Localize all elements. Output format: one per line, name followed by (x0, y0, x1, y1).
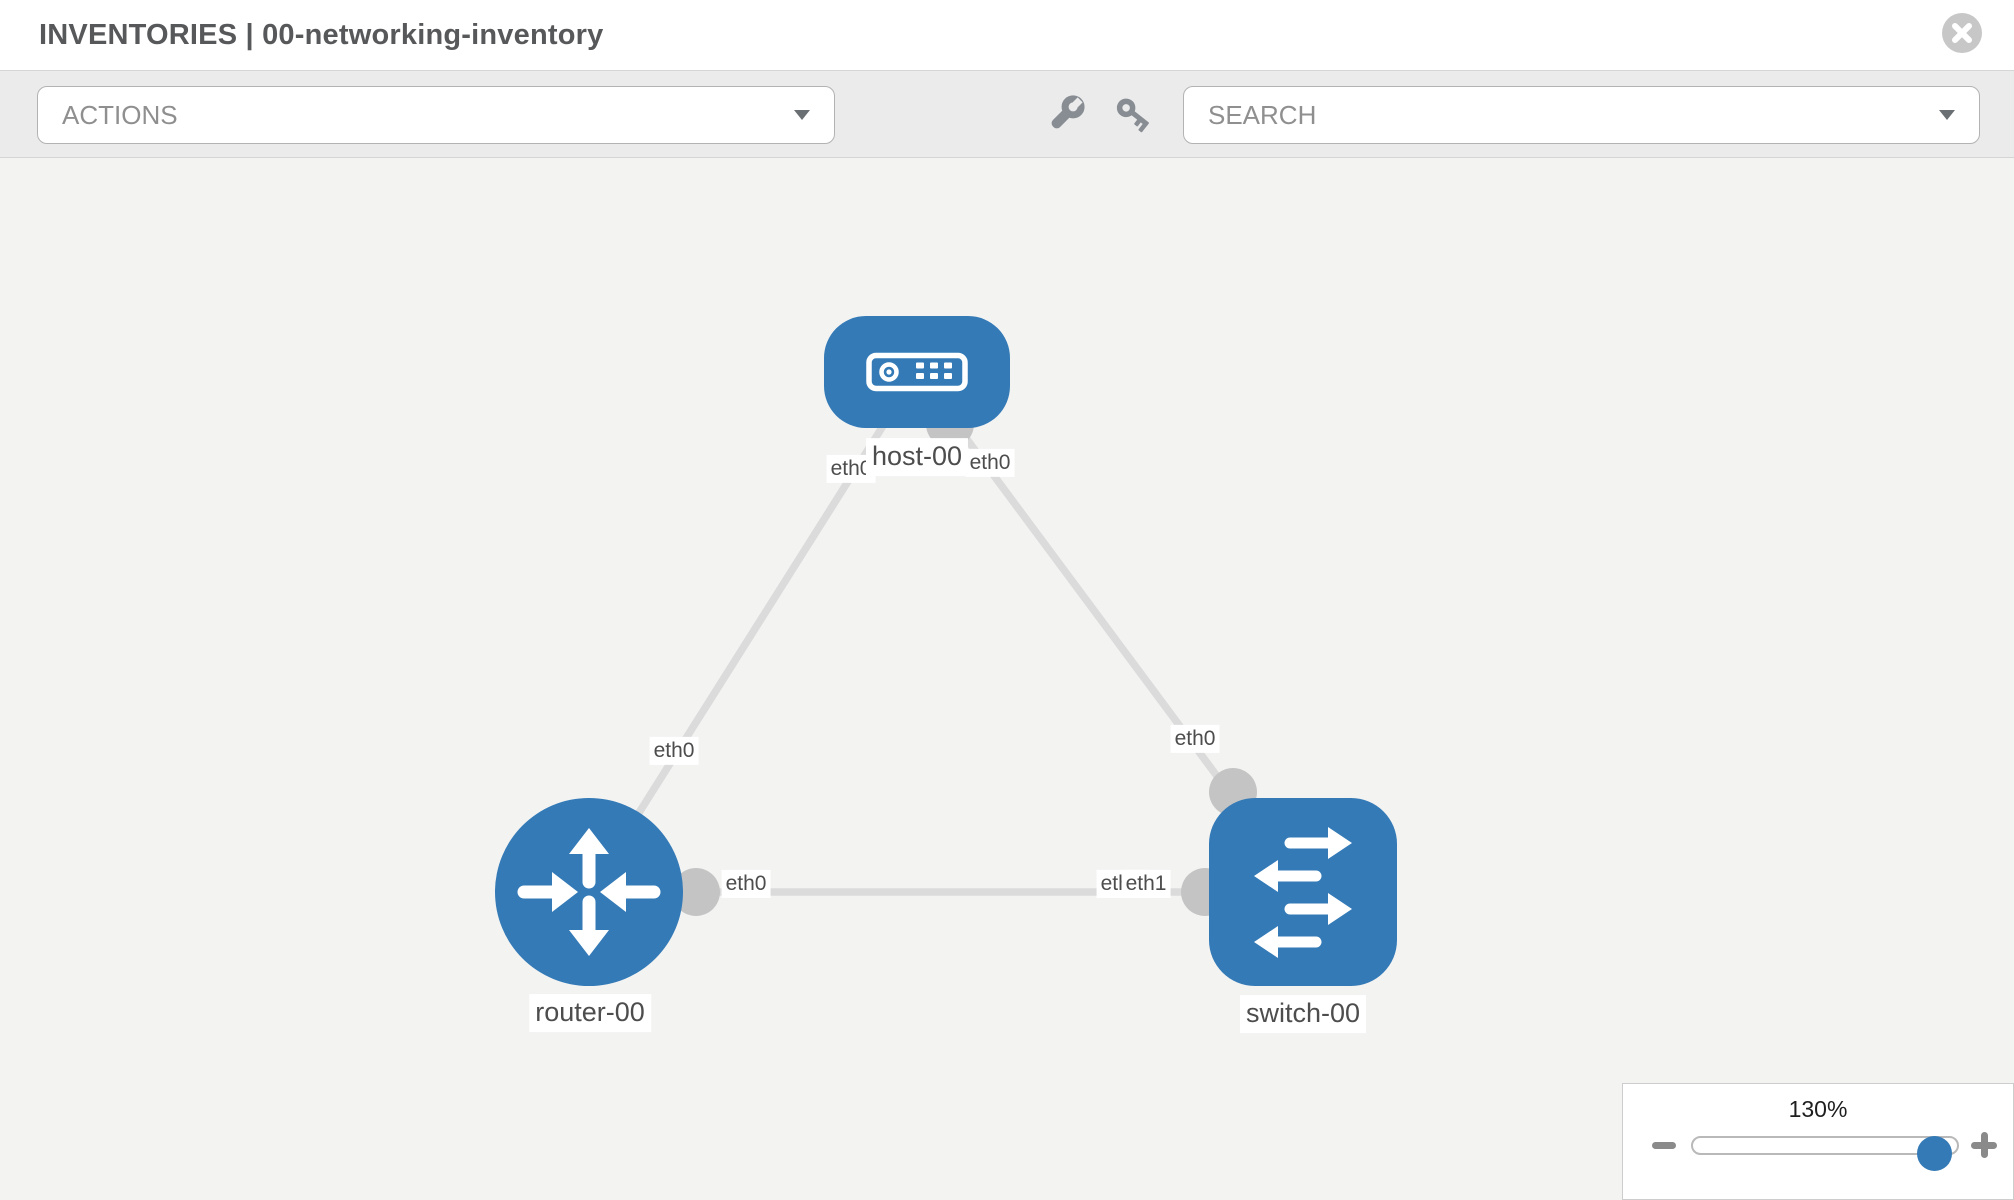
zoom-control-panel: 130% (1622, 1083, 2014, 1200)
zoom-in-plus-icon[interactable] (1971, 1132, 1997, 1158)
node-router[interactable] (495, 798, 683, 986)
node-label-router[interactable]: router-00 (529, 994, 651, 1032)
page-title: INVENTORIES | 00-networking-inventory (39, 18, 604, 51)
key-icon (1116, 98, 1149, 133)
close-button[interactable] (1942, 13, 1982, 53)
close-icon (1952, 23, 1972, 43)
switch-node-shape[interactable] (1209, 798, 1397, 986)
switch-icon (1254, 827, 1352, 958)
node-host[interactable] (824, 316, 1010, 428)
router-node-shape[interactable] (495, 798, 683, 986)
chevron-down-icon (794, 110, 810, 120)
search-dropdown[interactable]: SEARCH (1183, 86, 1980, 144)
node-label-host[interactable]: host-00 (865, 438, 969, 476)
interface-label-router-right: eth0 (721, 869, 771, 899)
wrench-icon (1051, 95, 1085, 129)
zoom-level-readout: 130% (1788, 1096, 1848, 1122)
router-icon (517, 828, 661, 956)
credentials-button[interactable] (1112, 92, 1156, 136)
toolbar: ACTIONS SEARCH (0, 71, 2014, 158)
interface-label-host-left: eth0 (826, 454, 876, 484)
zoom-out-minus-icon[interactable] (1652, 1142, 1676, 1149)
zoom-slider-track[interactable] (1691, 1136, 1959, 1171)
search-dropdown-label: SEARCH (1208, 99, 1317, 130)
interface-dot-router-right (672, 868, 720, 916)
configure-button[interactable] (1044, 92, 1088, 136)
interface-label-switch-left-front: eth1 (1121, 869, 1171, 899)
interface-dots (672, 400, 1257, 916)
host-icon (866, 352, 968, 392)
chevron-down-icon (1939, 110, 1955, 120)
actions-dropdown-label: ACTIONS (62, 99, 178, 130)
interface-label-host-right: eth0 (965, 448, 1015, 478)
interface-label-router-top: eth0 (649, 736, 699, 766)
node-label-switch[interactable]: switch-00 (1239, 995, 1367, 1033)
actions-dropdown[interactable]: ACTIONS (37, 86, 835, 144)
header: INVENTORIES | 00-networking-inventory (0, 0, 2014, 71)
host-node-shape[interactable] (824, 316, 1010, 428)
zoom-slider-thumb[interactable] (1917, 1136, 1952, 1171)
interface-label-switch-top: eth0 (1170, 724, 1220, 754)
zoom-slider-row (1623, 1130, 2013, 1171)
node-switch[interactable] (1209, 798, 1397, 986)
